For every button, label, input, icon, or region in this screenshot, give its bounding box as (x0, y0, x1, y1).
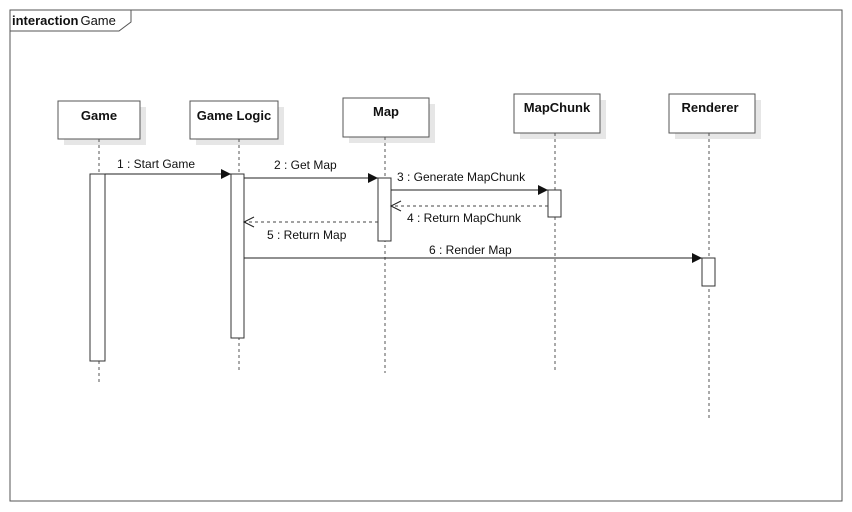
activation-game (89, 173, 106, 362)
lifeline-game: Game (57, 100, 146, 385)
arrowhead-filled-icon (692, 253, 702, 263)
message-return-map: 5 : Return Map (242, 216, 378, 242)
lifeline-game-label: Game (81, 108, 117, 123)
message-start-game-label: 1 : Start Game (117, 157, 195, 171)
message-generate-mapchunk-label: 3 : Generate MapChunk (397, 170, 526, 184)
lifeline-game-logic-box[interactable] (189, 100, 279, 140)
lifeline-renderer-label: Renderer (681, 100, 738, 115)
lifeline-map-label: Map (373, 104, 399, 119)
interaction-frame-tab (9, 9, 132, 32)
message-render-map-label: 6 : Render Map (429, 243, 512, 257)
arrowhead-open-icon (242, 216, 255, 228)
arrowhead-filled-icon (221, 169, 231, 179)
activation-renderer (701, 257, 716, 287)
activation-mapchunk (547, 189, 562, 218)
lifeline-renderer-box[interactable] (668, 93, 756, 134)
message-start-game: 1 : Start Game (105, 157, 231, 179)
lifeline-map-box[interactable] (342, 97, 430, 138)
arrowhead-filled-icon (368, 173, 378, 183)
lifeline-map: Map (342, 97, 435, 373)
message-return-map-label: 5 : Return Map (267, 228, 347, 242)
message-render-map: 6 : Render Map (244, 243, 702, 263)
message-generate-mapchunk: 3 : Generate MapChunk (391, 170, 548, 195)
activation-map (377, 177, 392, 242)
lifeline-mapchunk: MapChunk (513, 93, 606, 373)
message-get-map: 2 : Get Map (244, 158, 378, 183)
arrowhead-open-icon (389, 200, 402, 212)
activation-game-logic (230, 173, 245, 339)
lifeline-game-box[interactable] (57, 100, 141, 140)
message-return-mapchunk: 4 : Return MapChunk (389, 200, 548, 225)
interaction-name: Game (80, 13, 115, 28)
arrowhead-filled-icon (538, 185, 548, 195)
message-get-map-label: 2 : Get Map (274, 158, 337, 172)
interaction-frame (9, 9, 843, 502)
lifeline-game-logic-label: Game Logic (197, 108, 271, 123)
lifeline-mapchunk-label: MapChunk (524, 100, 591, 115)
message-return-mapchunk-label: 4 : Return MapChunk (407, 211, 522, 225)
lifeline-mapchunk-box[interactable] (513, 93, 601, 134)
lifeline-renderer: Renderer (668, 93, 761, 418)
interaction-keyword: interaction (12, 13, 79, 28)
